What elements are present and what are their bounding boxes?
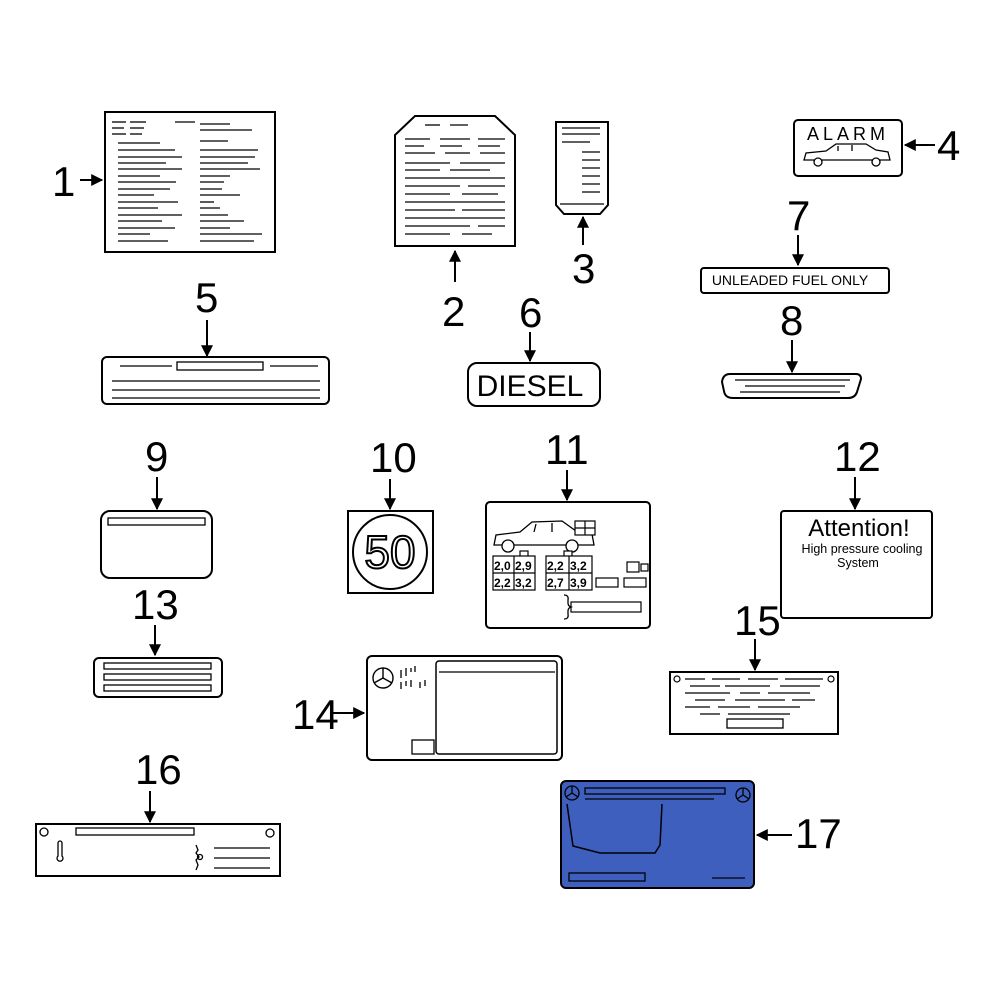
- callout-number-17: 17: [795, 810, 842, 857]
- part-17-highlighted-plate[interactable]: [560, 780, 755, 889]
- spark-plug-icon: [195, 844, 204, 871]
- callout-number-1: 1: [52, 158, 75, 205]
- part-11-tire-pressure-label[interactable]: 2,0 2,9 2,2 3,2 2,2 3,2 2,7 3,9: [485, 501, 651, 629]
- part-9-label[interactable]: [100, 510, 213, 579]
- tire-value: 3,9: [570, 576, 587, 590]
- callout-number-13: 13: [132, 581, 179, 628]
- callout-number-2: 2: [442, 288, 465, 335]
- star-emblem-icon: [564, 785, 580, 801]
- callout-number-4: 4: [937, 122, 960, 169]
- part-16-plate[interactable]: [35, 823, 281, 877]
- tire-value: 3,2: [515, 576, 532, 590]
- tire-value: 3,2: [570, 559, 587, 573]
- callout-number-6: 6: [519, 289, 542, 336]
- part-5-strip-label[interactable]: [101, 356, 330, 405]
- car-icon: [493, 520, 595, 553]
- callout-number-12: 12: [834, 433, 881, 480]
- callout-number-7: 7: [787, 192, 810, 239]
- callout-number-8: 8: [780, 297, 803, 344]
- brace-icon: [563, 594, 574, 620]
- callout-number-16: 16: [135, 746, 182, 793]
- part-4-alarm-label[interactable]: ALARM: [793, 119, 903, 177]
- car-icon: [803, 143, 891, 167]
- tire-value: 2,9: [515, 559, 532, 573]
- callout-number-3: 3: [572, 245, 595, 292]
- part-3-tag-label[interactable]: [555, 121, 609, 215]
- star-emblem-icon: [372, 667, 394, 689]
- speed-limit-circle: [352, 514, 428, 590]
- tire-value: 2,7: [547, 576, 564, 590]
- tire-value: 2,2: [494, 576, 511, 590]
- part-13-strip-label[interactable]: [93, 657, 223, 698]
- part-14-emblem-plate[interactable]: [366, 655, 563, 761]
- tire-value: 2,2: [547, 559, 564, 573]
- speed-limit-text: 50: [364, 526, 415, 578]
- callout-number-14: 14: [292, 691, 339, 738]
- part-15-text-plate[interactable]: [669, 671, 839, 735]
- part-12-attention-label[interactable]: Attention! High pressure cooling System: [780, 510, 933, 619]
- tire-value: 2,0: [494, 559, 511, 573]
- callout-number-5: 5: [195, 274, 218, 321]
- alarm-text: ALARM: [807, 124, 889, 144]
- thermometer-icon: [56, 840, 64, 862]
- part-10-speed-label[interactable]: 50: [347, 510, 434, 594]
- callout-number-15: 15: [734, 597, 781, 644]
- unleaded-fuel-text: UNLEADED FUEL ONLY: [712, 272, 869, 288]
- part-1-info-label[interactable]: [104, 111, 276, 253]
- callout-number-9: 9: [145, 433, 168, 480]
- callout-number-10: 10: [370, 434, 417, 481]
- attention-title: Attention!: [808, 515, 909, 542]
- part-7-unleaded-fuel-label[interactable]: UNLEADED FUEL ONLY: [700, 267, 890, 294]
- star-emblem-icon: [735, 787, 751, 803]
- attention-line-1: High pressure cooling: [802, 542, 923, 556]
- part-2-document-label[interactable]: [394, 115, 516, 247]
- callout-number-11: 11: [545, 426, 589, 473]
- part-6-diesel-label[interactable]: DIESEL: [467, 362, 601, 407]
- attention-line-2: System: [837, 556, 879, 570]
- diesel-text: DIESEL: [477, 370, 584, 403]
- part-8-strip-label[interactable]: [720, 373, 863, 399]
